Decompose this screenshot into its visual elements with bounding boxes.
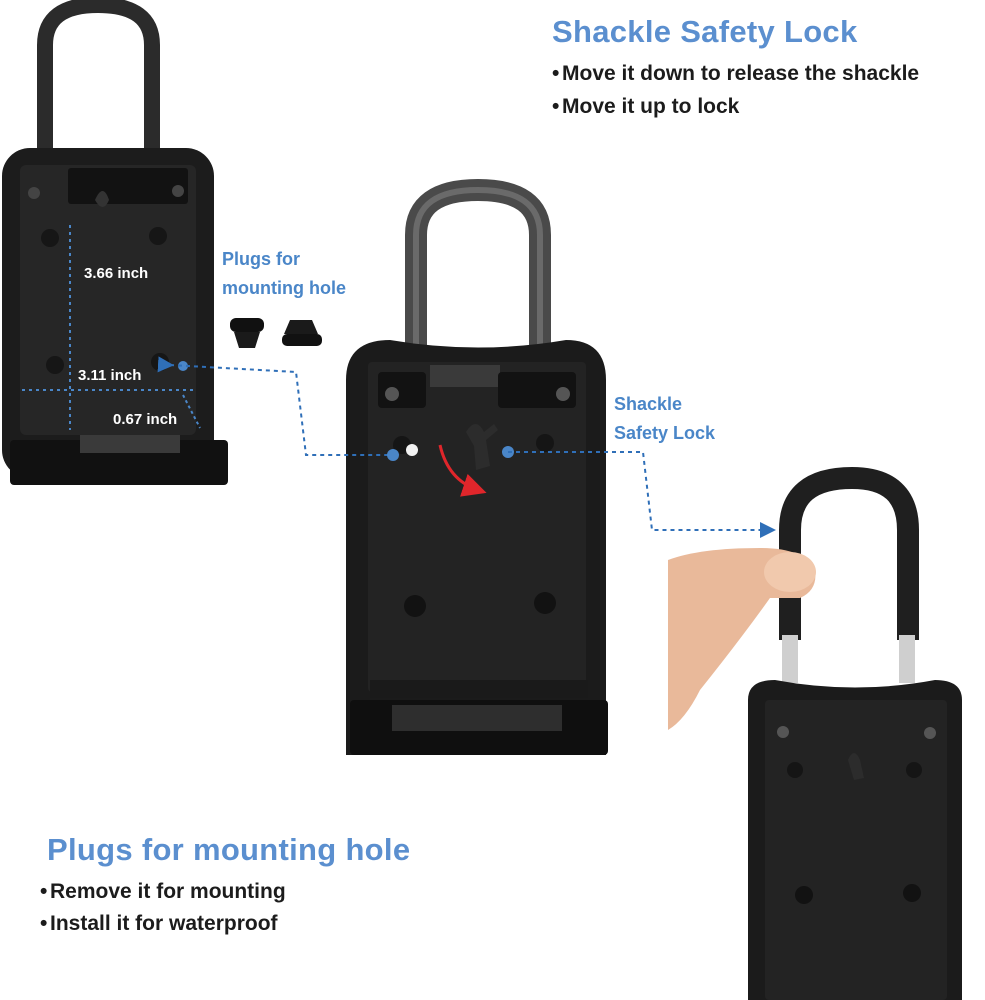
- dimension-height: 3.66 inch: [84, 265, 149, 282]
- shackle-callout-line-1: Shackle: [614, 394, 683, 414]
- dim-line-offset: [182, 394, 201, 429]
- shackle-bullet-2-text: Move it up to lock: [562, 95, 740, 118]
- lockbox-dimensioned: [2, 0, 228, 485]
- plugs-bullet-2-text: Install it for waterproof: [50, 912, 278, 935]
- release-arrow: [438, 444, 487, 497]
- hand: [668, 548, 816, 730]
- shackle-removed: [779, 466, 919, 640]
- shackle-left-box: [37, 0, 160, 155]
- plugs-section-heading: Plugs for mounting hole: [47, 832, 411, 867]
- shackle-bullet-2: •Move it up to lock: [552, 95, 739, 119]
- plugs-bullet-1-text: Remove it for mounting: [50, 880, 286, 903]
- leader-lines: [157, 356, 776, 538]
- lockbox-hand: [668, 466, 962, 1000]
- shackle-center: [405, 178, 551, 350]
- plugs-bullet-2: •Install it for waterproof: [40, 912, 278, 936]
- plugs-bullet-1: •Remove it for mounting: [40, 880, 286, 904]
- mounting-plugs: [230, 318, 322, 348]
- dimension-offset: 0.67 inch: [113, 411, 178, 428]
- shackle-callout-line-2: Safety Lock: [614, 423, 716, 443]
- bullet-dot: •: [552, 95, 560, 118]
- bullet-dot: •: [40, 880, 48, 903]
- plug-1: [230, 318, 264, 348]
- bullet-dot: •: [552, 62, 560, 85]
- plugs-callout-line-1: Plugs for: [222, 249, 301, 269]
- bullet-dot: •: [40, 912, 48, 935]
- lockbox-center: [346, 178, 608, 755]
- shackle-bullet-1: •Move it down to release the shackle: [552, 62, 919, 86]
- plugs-callout-line-2: mounting hole: [222, 278, 346, 298]
- dimension-width: 3.11 inch: [78, 367, 142, 384]
- shackle-leader: [508, 451, 776, 538]
- shackle-bullet-1-text: Move it down to release the shackle: [562, 62, 920, 85]
- plugs-callout: Plugs for mounting hole: [222, 245, 346, 303]
- shackle-section-heading: Shackle Safety Lock: [552, 14, 858, 49]
- shackle-callout: Shackle Safety Lock: [614, 390, 715, 448]
- plug-2: [282, 320, 322, 346]
